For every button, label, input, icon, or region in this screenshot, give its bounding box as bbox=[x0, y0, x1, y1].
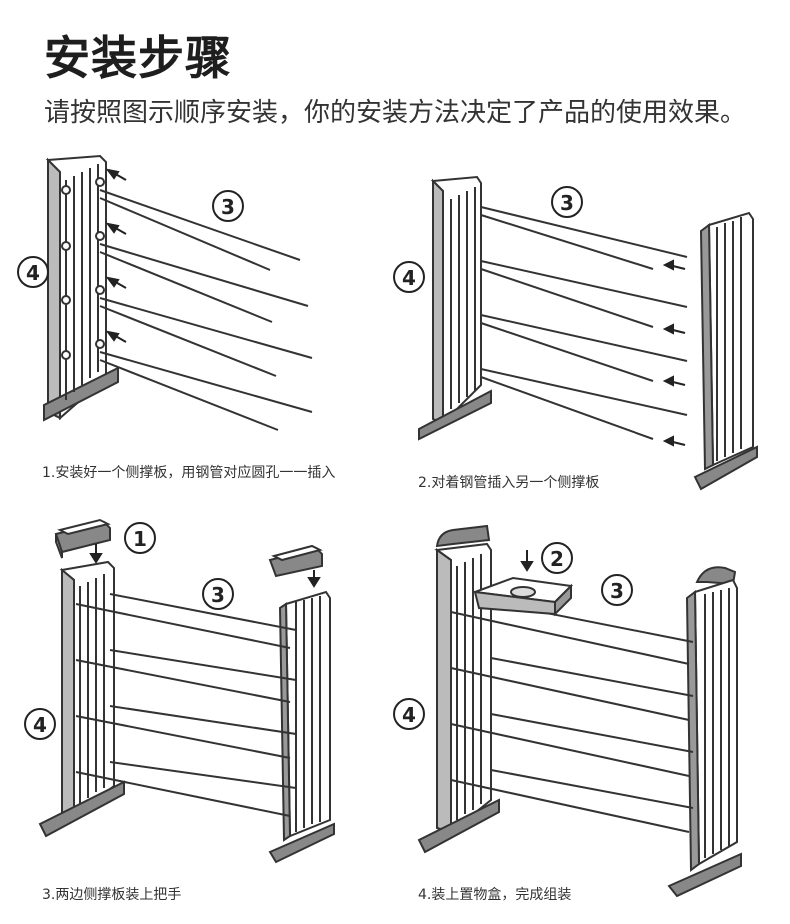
step-4-marker-3: 3 bbox=[601, 574, 633, 606]
step-4-marker-2: 2 bbox=[541, 542, 573, 574]
side-panel-icon bbox=[417, 524, 742, 898]
page-title: 安装步骤 bbox=[44, 31, 232, 85]
step-3-marker-3: 3 bbox=[202, 578, 234, 610]
svg-text:3: 3 bbox=[560, 191, 574, 215]
svg-text:3: 3 bbox=[610, 579, 624, 603]
steel-tube-icon bbox=[99, 189, 313, 431]
step-2-caption: 2.对着钢管插入另一个侧撑板 bbox=[418, 475, 600, 491]
svg-text:4: 4 bbox=[402, 703, 416, 727]
step-2-drawing: 3 4 bbox=[393, 175, 758, 491]
step-2-marker-3: 3 bbox=[551, 186, 583, 218]
steel-tube-icon bbox=[75, 593, 297, 817]
steel-tube-icon bbox=[480, 206, 688, 440]
svg-text:3: 3 bbox=[221, 195, 235, 219]
svg-text:4: 4 bbox=[33, 713, 47, 737]
handle-icon bbox=[54, 518, 323, 578]
step-3-marker-4: 4 bbox=[24, 708, 56, 740]
svg-text:2: 2 bbox=[550, 547, 564, 571]
storage-box-icon bbox=[473, 576, 574, 617]
step-1-marker-4: 4 bbox=[17, 256, 49, 288]
step-3-drawing: 1 3 4 bbox=[24, 518, 335, 864]
step-4-illustration: 2 3 4 bbox=[393, 520, 790, 905]
page-subtitle: 请按照图示顺序安装，你的安装方法决定了产品的使用效果。 bbox=[44, 98, 747, 128]
arrow-icon bbox=[89, 544, 321, 588]
step-4-drawing: 2 3 4 bbox=[393, 524, 742, 898]
svg-text:3: 3 bbox=[211, 583, 225, 607]
arrow-icon bbox=[520, 550, 534, 572]
step-2-illustration: 3 4 bbox=[393, 165, 790, 495]
step-3-marker-1: 1 bbox=[124, 522, 156, 554]
step-4-caption: 4.装上置物盒，完成组装 bbox=[418, 887, 572, 903]
arrow-icon bbox=[662, 259, 686, 447]
step-2-marker-4: 4 bbox=[393, 261, 425, 293]
svg-text:4: 4 bbox=[26, 261, 40, 285]
side-panel-icon bbox=[418, 175, 758, 491]
step-1-drawing: 3 4 bbox=[17, 154, 313, 431]
step-1-illustration: 3 4 bbox=[0, 150, 395, 460]
step-3-caption: 3.两边侧撑板装上把手 bbox=[42, 887, 182, 903]
step-4-marker-4: 4 bbox=[393, 698, 425, 730]
side-panel-icon bbox=[38, 560, 335, 864]
step-1-marker-3: 3 bbox=[212, 190, 244, 222]
step-3-illustration: 1 3 4 bbox=[0, 510, 395, 880]
arrow-icon bbox=[105, 168, 127, 343]
step-1-caption: 1.安装好一个侧撑板，用钢管对应圆孔一一插入 bbox=[42, 465, 336, 481]
svg-text:4: 4 bbox=[402, 266, 416, 290]
svg-text:1: 1 bbox=[133, 527, 147, 551]
side-panel-icon bbox=[43, 154, 119, 422]
